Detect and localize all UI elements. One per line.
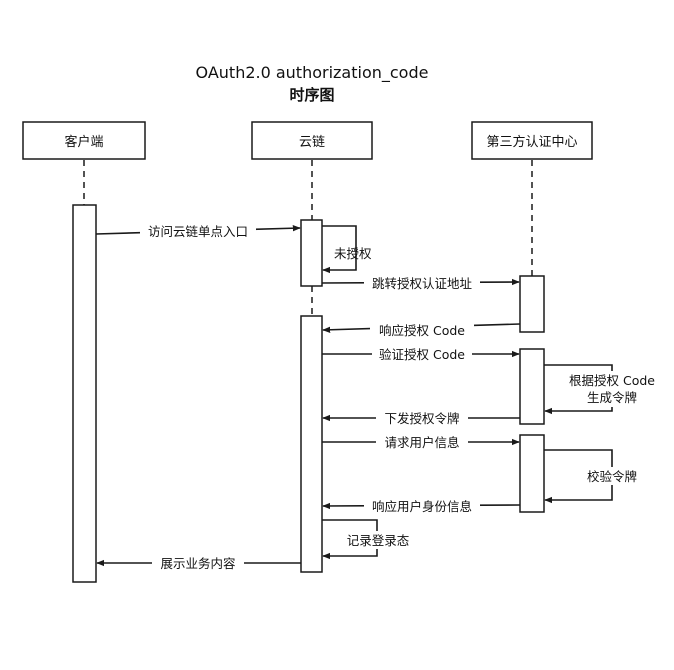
message-label-bg — [140, 222, 256, 240]
diagram-subtitle: 时序图 — [289, 86, 334, 104]
self-message-label-generate-token-line2: 生成令牌 — [587, 390, 637, 405]
message-label-bg — [342, 531, 414, 549]
message-label-respond-identity: 响应用户身份信息 — [372, 499, 472, 514]
message-label-bg — [372, 345, 472, 363]
message-label-bg — [580, 467, 644, 485]
activation-auth-1 — [519, 275, 545, 333]
activation-auth-2 — [519, 348, 545, 425]
message-label-bg — [370, 321, 474, 339]
self-message-arrow-unauthorized — [322, 225, 357, 274]
participant-client-label: 客户端 — [64, 134, 103, 150]
activation-cloud-2 — [300, 315, 323, 573]
message-label-respond-code: 响应授权 Code — [379, 323, 465, 338]
participant-cloud-label: 云链 — [299, 135, 325, 150]
message-label-bg — [562, 371, 662, 407]
message-label-verify-code: 验证授权 Code — [379, 347, 465, 362]
message-label-bg — [364, 497, 480, 515]
self-message-label-record-login: 记录登录态 — [347, 533, 410, 548]
message-label-redirect-auth: 跳转授权认证地址 — [372, 276, 473, 291]
participant-auth-center-box — [471, 121, 593, 160]
self-message-label-unauthorized: 未授权 — [334, 246, 372, 261]
message-label-bg — [364, 274, 480, 292]
message-label-access-entry: 访问云链单点入口 — [148, 224, 248, 239]
message-label-request-user-info: 请求用户信息 — [384, 435, 459, 450]
self-message-label-generate-token-line1: 根据授权 Code — [569, 373, 655, 388]
message-label-issue-token: 下发授权令牌 — [384, 411, 459, 426]
message-label-bg — [376, 433, 468, 451]
message-label-bg — [152, 554, 244, 572]
participant-client-box — [22, 121, 146, 160]
message-label-show-content: 展示业务内容 — [160, 556, 235, 571]
activation-cloud-1 — [300, 219, 323, 287]
participant-auth-center-label: 第三方认证中心 — [486, 134, 577, 150]
participant-cloud-box — [251, 121, 373, 160]
diagram-title: OAuth2.0 authorization_code — [196, 63, 429, 83]
self-message-label-validate-token: 校验令牌 — [587, 469, 637, 484]
activation-client — [72, 204, 97, 583]
message-label-bg — [376, 409, 468, 427]
activation-auth-3 — [519, 434, 545, 513]
